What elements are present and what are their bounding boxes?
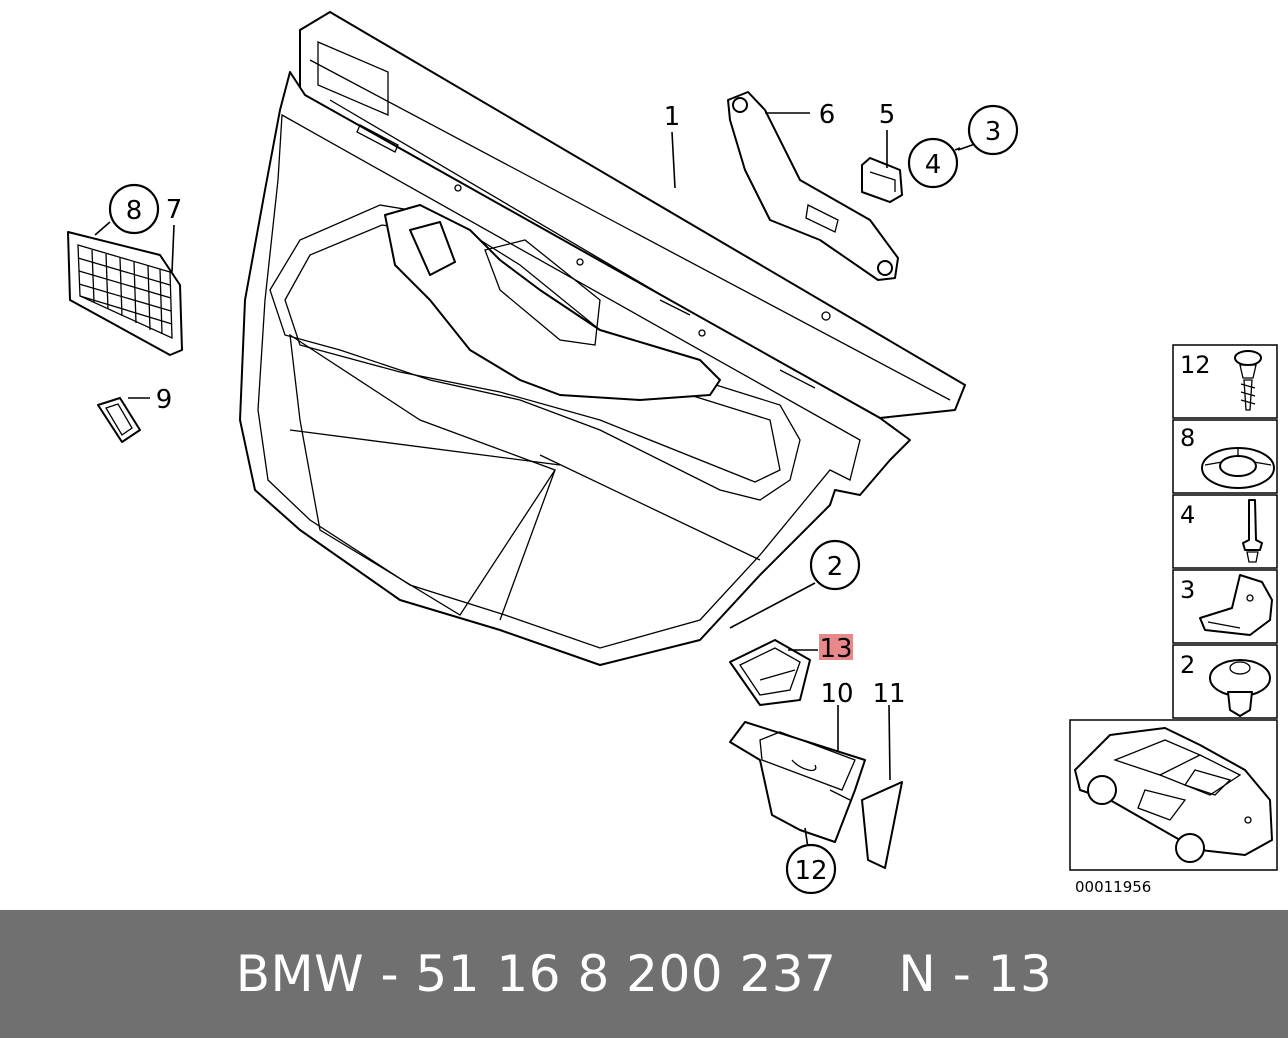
callout-4: 4 <box>925 150 942 180</box>
filler-piece <box>861 781 903 869</box>
legend-label-4: 4 <box>1180 501 1195 529</box>
small-cover-part <box>97 397 141 443</box>
clip-part <box>861 157 903 203</box>
legend-label-8: 8 <box>1180 424 1195 452</box>
legend-box-4 <box>1172 494 1278 569</box>
push-clip-icon <box>1209 659 1271 717</box>
storage-compartment <box>729 721 866 843</box>
parts-diagram: 1 2 3 4 5 6 7 8 9 10 11 12 13 12 8 <box>67 11 1278 896</box>
callout-9: 9 <box>156 385 173 415</box>
legend-label-3: 3 <box>1180 576 1195 604</box>
callout-10: 10 <box>820 679 853 709</box>
hardware-legend: 12 8 4 3 2 <box>1069 344 1278 896</box>
callout-12: 12 <box>794 856 827 886</box>
legend-label-12: 12 <box>1180 351 1211 379</box>
speaker-grille <box>67 231 183 356</box>
car-outline-icon <box>1074 727 1273 863</box>
rivet-icon <box>1242 499 1263 563</box>
diagram-code: 00011956 <box>1075 878 1151 896</box>
callout-3: 3 <box>985 117 1002 147</box>
callout-13-highlight <box>819 634 853 660</box>
callout-13: 13 <box>819 634 852 664</box>
door-trim-panel <box>239 11 966 666</box>
callout-1: 1 <box>664 102 681 132</box>
callout-labels: 1 2 3 4 5 6 7 8 9 10 11 12 13 <box>108 100 1019 895</box>
callout-6: 6 <box>819 100 836 130</box>
bracket-icon <box>1199 574 1273 636</box>
callout-5: 5 <box>879 100 896 130</box>
callout-8-circle <box>108 183 160 235</box>
insert-tray <box>729 639 811 706</box>
legend-label-2: 2 <box>1180 651 1195 679</box>
callout-3-circle <box>967 104 1019 156</box>
callout-4-circle <box>907 137 959 189</box>
callout-12-circle <box>785 843 837 895</box>
leader-lines <box>94 112 976 849</box>
callout-8: 8 <box>126 196 143 226</box>
callout-2-circle <box>809 539 861 591</box>
callout-11: 11 <box>872 679 905 709</box>
part-number-label: BMW - 51 16 8 200 237 <box>235 945 837 1003</box>
spring-nut-icon <box>1201 447 1275 489</box>
screw-icon <box>1234 350 1262 411</box>
callout-2: 2 <box>827 552 844 582</box>
part-number-footer: BMW - 51 16 8 200 237 N - 13 <box>0 910 1288 1038</box>
callout-7: 7 <box>166 195 183 225</box>
position-label: N - 13 <box>898 945 1053 1003</box>
pull-handle-bracket <box>727 91 899 281</box>
